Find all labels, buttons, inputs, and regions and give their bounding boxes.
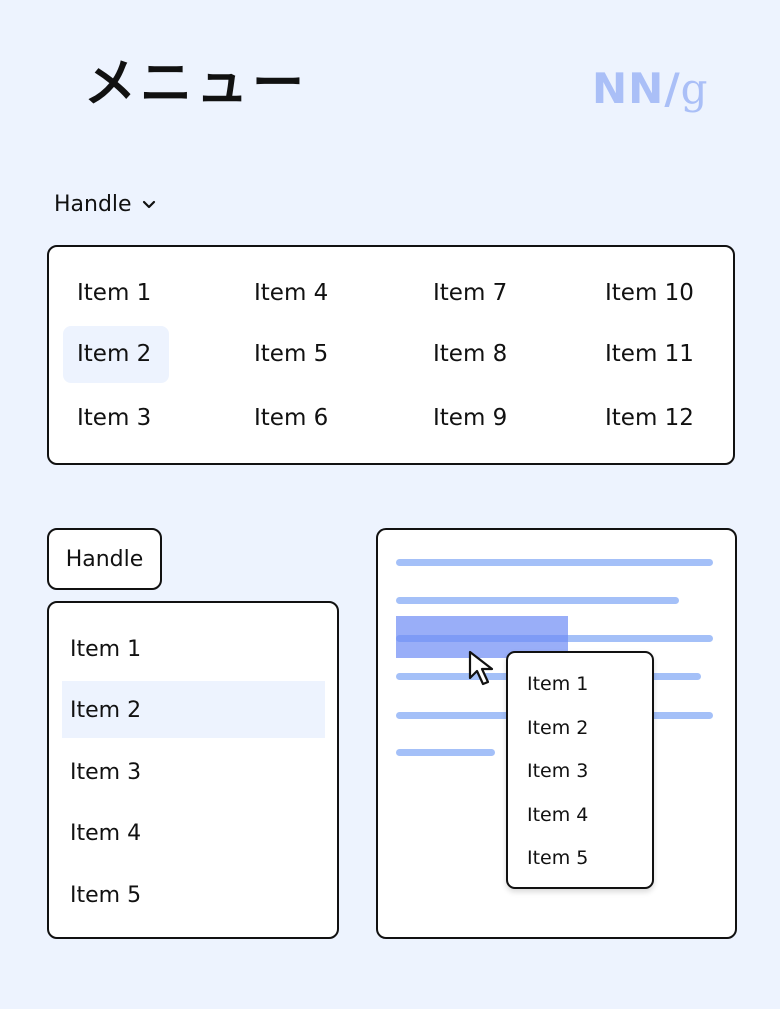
dropdown-menu-item[interactable]: Item 3 [70, 760, 142, 785]
mega-menu-item[interactable]: Item 4 [254, 280, 329, 306]
mega-menu-item[interactable]: Item 12 [605, 405, 694, 431]
mega-menu-item[interactable]: Item 9 [433, 405, 508, 431]
dropdown-handle[interactable]: Handle [47, 528, 162, 590]
dropdown-menu-item-highlighted[interactable]: Item 2 [70, 698, 142, 723]
mega-menu-item[interactable]: Item 5 [254, 341, 329, 367]
page-title: メニュー [84, 54, 309, 114]
nng-logo: NN/g [592, 68, 709, 110]
mega-menu-item[interactable]: Item 6 [254, 405, 329, 431]
text-line [396, 749, 495, 756]
dropdown-menu-item[interactable]: Item 5 [70, 883, 142, 908]
mouse-pointer-icon [468, 650, 494, 686]
context-menu-document: Item 1 Item 2 Item 3 Item 4 Item 5 [376, 528, 737, 939]
context-menu-item[interactable]: Item 1 [527, 673, 589, 695]
logo-g: g [680, 64, 709, 113]
text-line [396, 559, 713, 566]
context-menu-item[interactable]: Item 2 [527, 717, 589, 739]
logo-slash: / [664, 64, 681, 113]
chevron-down-icon [142, 200, 155, 208]
mega-menu-handle[interactable]: Handle [54, 192, 156, 217]
dropdown-menu-item[interactable]: Item 1 [70, 637, 142, 662]
context-menu-item[interactable]: Item 3 [527, 760, 589, 782]
dropdown-menu-highlight [62, 681, 325, 738]
mega-menu-item[interactable]: Item 10 [605, 280, 694, 306]
logo-nn: NN [592, 64, 665, 113]
context-menu-item[interactable]: Item 4 [527, 804, 589, 826]
mega-menu-item[interactable]: Item 8 [433, 341, 508, 367]
mega-menu-item[interactable]: Item 1 [77, 280, 152, 306]
context-menu-item[interactable]: Item 5 [527, 847, 589, 869]
mega-menu-handle-label: Handle [54, 192, 132, 217]
dropdown-handle-label: Handle [65, 546, 144, 572]
text-line [396, 597, 679, 604]
mega-menu-item-highlighted[interactable]: Item 2 [77, 341, 152, 367]
mega-menu-highlight [63, 326, 169, 383]
context-menu: Item 1 Item 2 Item 3 Item 4 Item 5 [506, 651, 654, 889]
dropdown-menu-panel: Item 1 Item 2 Item 3 Item 4 Item 5 [47, 601, 339, 939]
mega-menu-panel: Item 1 Item 2 Item 3 Item 4 Item 5 Item … [47, 245, 735, 465]
mega-menu-item[interactable]: Item 3 [77, 405, 152, 431]
mega-menu-item[interactable]: Item 7 [433, 280, 508, 306]
mega-menu-item[interactable]: Item 11 [605, 341, 694, 367]
dropdown-menu-item[interactable]: Item 4 [70, 821, 142, 846]
